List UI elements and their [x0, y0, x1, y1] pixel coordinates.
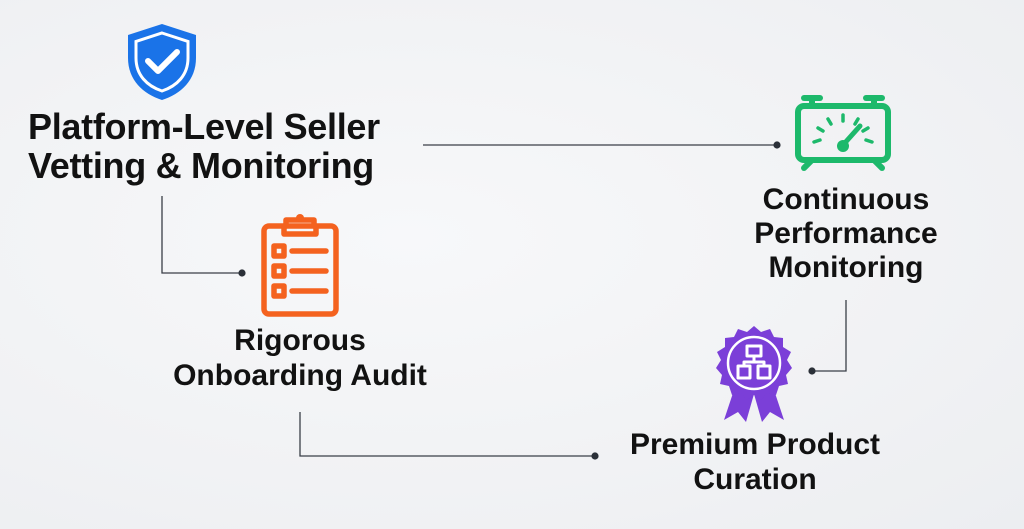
connector-dot-performance [773, 141, 781, 149]
connector-performance-to-curation [812, 300, 847, 372]
audit-title-line1: Rigorous [234, 324, 366, 357]
clipboard-checklist-icon [261, 214, 339, 317]
main-node-title-line2: Vetting & Monitoring [28, 144, 374, 186]
connector-audit-to-curation [299, 412, 595, 457]
audit-node-title: Rigorous Onboarding Audit [150, 324, 450, 393]
curation-title-line1: Premium Product [629, 428, 881, 461]
audit-title-line2: Onboarding Audit [173, 358, 427, 392]
performance-title-line3: Monitoring [768, 250, 924, 284]
performance-node-title: Continuous Performance Monitoring [736, 183, 956, 285]
connector-main-to-audit [161, 196, 242, 274]
curation-node-title: Premium Product Curation [600, 428, 910, 497]
shield-check-icon [128, 24, 196, 100]
connector-dot-curation-right [808, 367, 816, 375]
award-badge-icon [716, 326, 792, 422]
connector-dot-curation-left [591, 452, 599, 460]
gauge-clock-icon [795, 95, 891, 171]
connector-dot-audit [238, 269, 246, 277]
performance-title-line1: Continuous [762, 183, 930, 216]
performance-title-line2: Performance [754, 216, 938, 250]
main-node-title-line1: Platform-Level Seller [28, 106, 380, 147]
main-node-title: Platform-Level Seller Vetting & Monitori… [28, 106, 380, 186]
curation-title-line2: Curation [693, 462, 817, 496]
